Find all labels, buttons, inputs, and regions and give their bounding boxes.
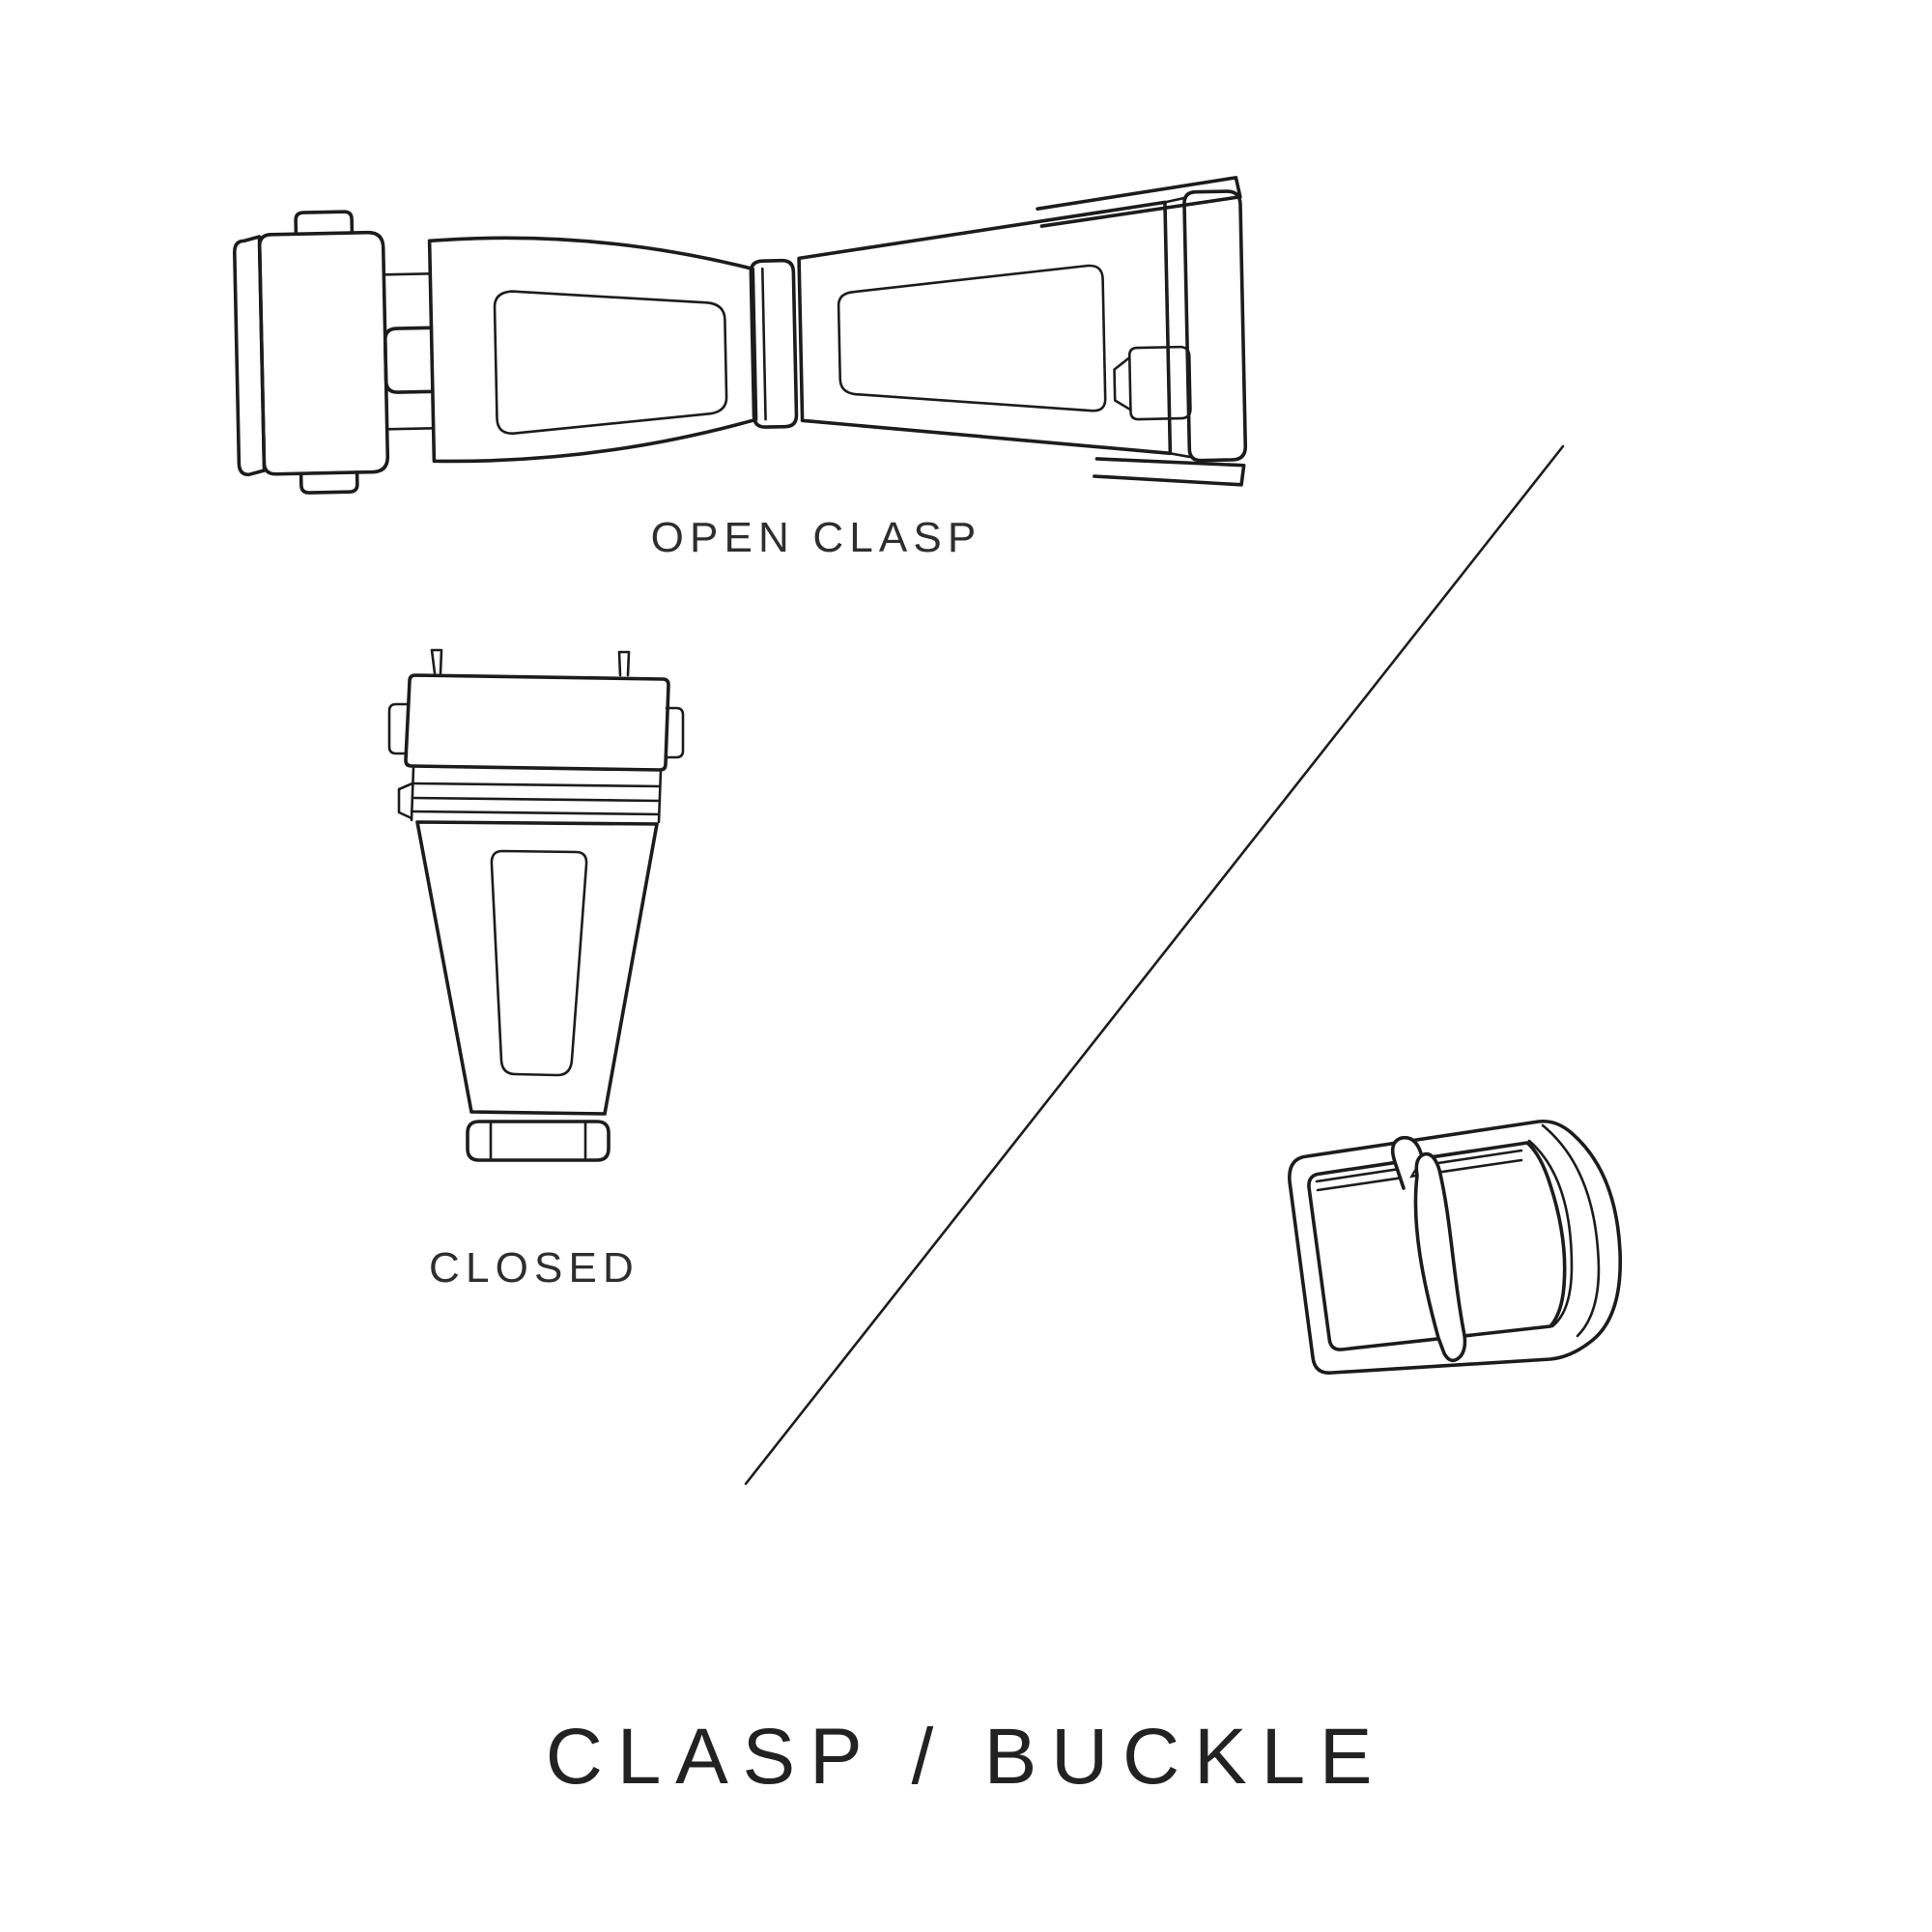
open-clasp-cover [257,230,390,476]
pin-buckle-illustration [1288,1119,1623,1375]
closed-clasp-label: CLOSED [429,1244,639,1292]
open-clasp-label: OPEN CLASP [650,514,982,561]
diagonal-divider [744,444,1565,1486]
closed-clasp-illustration [387,648,685,1162]
open-clasp-left-strip [233,235,267,477]
open-clasp-illustration [233,176,1248,495]
page-title: CLASP / BUCKLE [545,1713,1387,1801]
